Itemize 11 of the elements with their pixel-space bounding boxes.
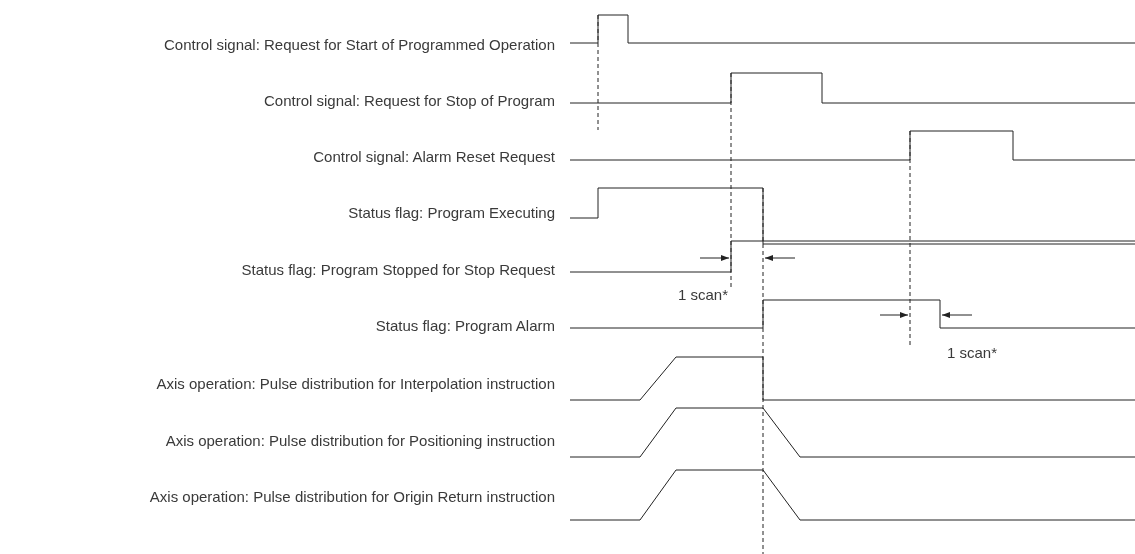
signal-label: Axis operation: Pulse distribution for Origin Return instruction — [149, 488, 555, 506]
signal-label: Status flag: Program Executing — [348, 204, 555, 222]
signal-label: Axis operation: Pulse distribution for Positioning instruction — [165, 432, 555, 450]
signal-label: Control signal: Alarm Reset Request — [313, 148, 555, 166]
signal-label: Status flag: Program Alarm — [375, 317, 555, 335]
duration-label: 1 scan* — [678, 286, 729, 304]
signal-label: Status flag: Program Stopped for Stop Request — [241, 261, 555, 279]
duration-label: 1 scan* — [947, 344, 998, 362]
signal-label: Control signal: Request for Start of Programmed Operation — [163, 36, 555, 54]
signal-label: Control signal: Request for Stop of Program — [264, 92, 555, 110]
signal-label: Axis operation: Pulse distribution for Interpolation instruction — [156, 375, 555, 393]
